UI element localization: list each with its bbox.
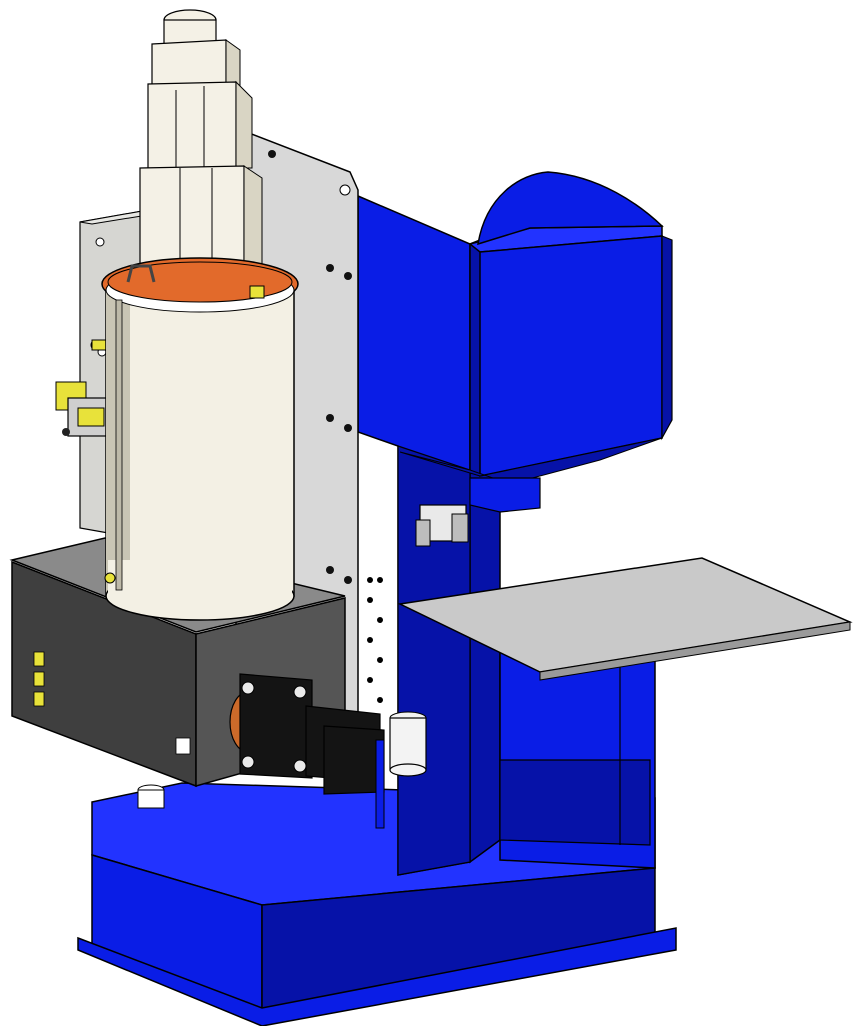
valve-block xyxy=(55,339,113,437)
pump-coupling xyxy=(323,725,385,795)
pump-outlet-pipe xyxy=(375,739,385,829)
press-frame xyxy=(357,171,673,876)
oil-reservoir-cylinder xyxy=(101,257,299,621)
housing-label-plate xyxy=(175,737,191,755)
frame-head-underside xyxy=(399,437,663,485)
gearbox-side xyxy=(235,80,253,169)
frame-head-side xyxy=(661,235,673,441)
ram-block xyxy=(469,477,541,513)
frame-head-front xyxy=(479,235,663,477)
filter-canister xyxy=(389,717,427,771)
die-tool xyxy=(415,504,469,547)
frame-head-arch xyxy=(477,171,664,246)
die-clamp-right xyxy=(451,513,469,543)
gearbox-front xyxy=(147,81,237,171)
motor-fan-cap xyxy=(163,19,217,45)
pump-flange xyxy=(239,673,313,779)
mount-plate-bolts xyxy=(268,150,352,584)
pump-assembly xyxy=(229,673,427,829)
die-clamp-left xyxy=(415,519,431,547)
base-tank-flange xyxy=(77,927,677,1026)
lid-handle xyxy=(126,264,156,283)
filler-cap xyxy=(137,789,165,809)
cylinder-lid-top xyxy=(107,261,293,303)
housing-indicators xyxy=(33,651,45,707)
frame-lower-inner xyxy=(499,759,651,846)
frame-bolt-holes xyxy=(367,577,383,703)
cylinder-body xyxy=(105,283,295,597)
work-table-edge xyxy=(539,621,851,681)
motor xyxy=(139,9,263,285)
